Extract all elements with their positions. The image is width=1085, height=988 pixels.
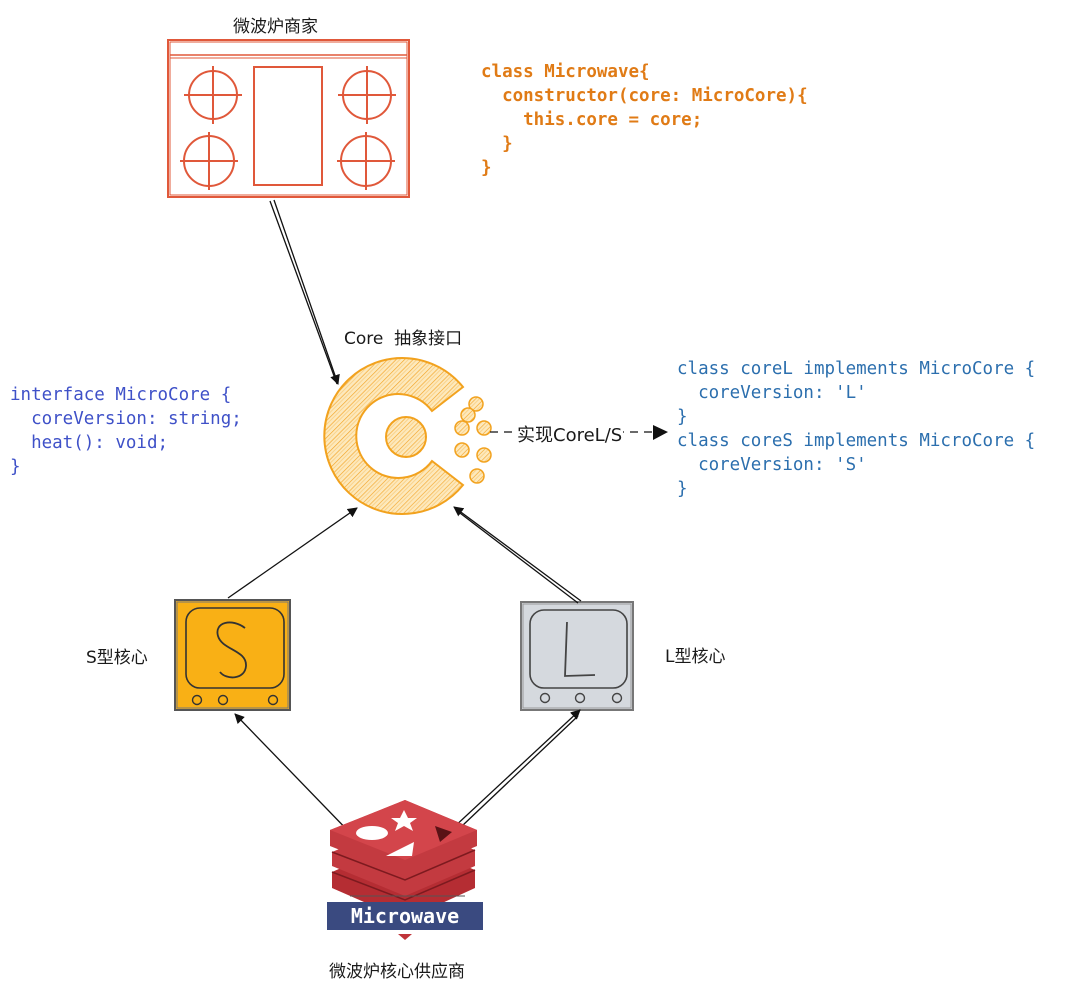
implements-label: 实现CoreL/S [516, 421, 624, 447]
l-core-chip-icon [520, 601, 634, 711]
code-line: constructor(core: MicroCore){ [481, 86, 808, 106]
code-line: coreVersion: 'L' [677, 383, 867, 403]
l-core-label: L型核心 [665, 647, 726, 667]
supplier-label: 微波炉核心供应商 [329, 962, 465, 982]
implements-arrow [490, 425, 668, 440]
code-line: coreVersion: string; [10, 409, 242, 429]
code-line: class coreS implements MicroCore { [677, 431, 1036, 451]
s-core-chip-icon [174, 599, 291, 711]
code-line: } [677, 479, 688, 499]
code-line: interface MicroCore { [10, 385, 232, 405]
depends-arrow [269, 199, 340, 385]
code-line: } [677, 407, 688, 427]
code-line: } [10, 457, 21, 477]
code-line: } [481, 158, 492, 178]
implementations-code: class coreL implements MicroCore { coreV… [677, 357, 1035, 501]
l-core-to-interface-arrow [453, 506, 582, 604]
s-core-label: S型核心 [86, 648, 148, 668]
code-line: } [481, 134, 513, 154]
supplier-to-s-core-arrow [234, 713, 356, 839]
code-line: class Microwave{ [481, 62, 650, 82]
core-interface-label: Core 抽象接口 [344, 329, 463, 349]
core-c-logo-icon [323, 357, 492, 515]
code-line: heat(): void; [10, 433, 169, 453]
code-line: coreVersion: 'S' [677, 455, 867, 475]
code-line: this.core = core; [481, 110, 703, 130]
stove-icon [167, 39, 410, 198]
s-core-to-interface-arrow [227, 507, 358, 599]
merchant-label: 微波炉商家 [233, 17, 318, 37]
microwave-class-code: class Microwave{ constructor(core: Micro… [481, 60, 808, 180]
code-line: class coreL implements MicroCore { [677, 359, 1036, 379]
supplier-to-l-core-arrow [437, 709, 581, 845]
stacked-layers-logo-icon [327, 800, 483, 940]
interface-code: interface MicroCore { coreVersion: strin… [10, 383, 242, 479]
supplier-logo-text: Microwave [350, 904, 460, 928]
